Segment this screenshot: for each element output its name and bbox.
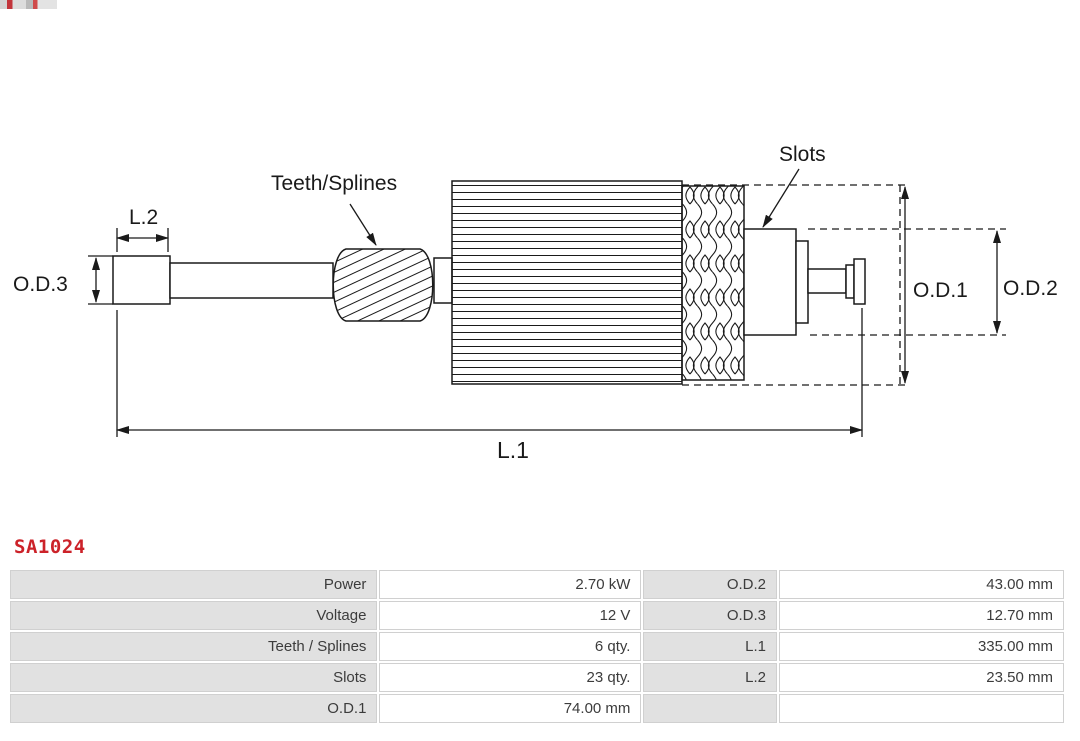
spec-row: Power 2.70 kW O.D.2 43.00 mm: [10, 570, 1064, 599]
label-slots: Slots: [779, 143, 826, 166]
spec-label-slots: Slots: [10, 663, 378, 692]
spec-row: Teeth / Splines 6 qty. L.1 335.00 mm: [10, 632, 1064, 661]
spec-label-power: Power: [10, 570, 378, 599]
spec-label-l1: L.1: [643, 632, 778, 661]
slots-pointer-arrow: [762, 168, 800, 228]
spec-value-empty: [779, 694, 1064, 723]
label-l1: L.1: [497, 437, 529, 463]
spec-value-l2: 23.50 mm: [779, 663, 1064, 692]
spec-value-l1: 335.00 mm: [779, 632, 1064, 661]
spec-value-teeth: 6 qty.: [379, 632, 642, 661]
label-od2: O.D.2: [1003, 277, 1058, 300]
commutator: [743, 228, 797, 336]
label-od1: O.D.1: [913, 279, 968, 302]
dimension-lines: [88, 168, 1006, 437]
brand-logo-strip: [0, 0, 57, 9]
spec-row: Slots 23 qty. L.2 23.50 mm: [10, 663, 1064, 692]
part-number: SA1024: [14, 536, 86, 558]
spec-row: Voltage 12 V O.D.3 12.70 mm: [10, 601, 1064, 630]
spec-label-od2: O.D.2: [643, 570, 778, 599]
spec-value-od3: 12.70 mm: [779, 601, 1064, 630]
spec-value-slots: 23 qty.: [379, 663, 642, 692]
end-groove-inner: [845, 264, 855, 299]
spec-row: O.D.1 74.00 mm: [10, 694, 1064, 723]
spec-value-power: 2.70 kW: [379, 570, 642, 599]
spec-table: Power 2.70 kW O.D.2 43.00 mm Voltage 12 …: [8, 568, 1066, 725]
spec-value-od2: 43.00 mm: [779, 570, 1064, 599]
teeth-splines-section: [332, 248, 434, 322]
label-od3: O.D.3: [13, 273, 68, 296]
shaft-right: [807, 268, 847, 294]
spec-label-empty: [643, 694, 778, 723]
laminated-core: [451, 180, 683, 385]
label-l2: L.2: [129, 206, 158, 229]
diagram-labels: L.2 O.D.3 Teeth/Splines Slots O.D.1 O.D.…: [13, 143, 1058, 463]
winding-section: [681, 185, 745, 381]
armature-technical-drawing: L.2 O.D.3 Teeth/Splines Slots O.D.1 O.D.…: [13, 143, 1058, 463]
armature-body: [112, 180, 866, 385]
spec-label-od1: O.D.1: [10, 694, 378, 723]
teeth-splines-pointer-arrow: [349, 203, 377, 246]
spec-label-l2: L.2: [643, 663, 778, 692]
end-groove-outer: [853, 258, 866, 305]
spec-value-od1: 74.00 mm: [379, 694, 642, 723]
collar: [433, 257, 453, 304]
spec-label-voltage: Voltage: [10, 601, 378, 630]
shaft-left: [169, 262, 334, 299]
label-teeth-splines: Teeth/Splines: [271, 172, 397, 195]
spec-label-od3: O.D.3: [643, 601, 778, 630]
spec-label-teeth: Teeth / Splines: [10, 632, 378, 661]
commutator-step: [795, 240, 809, 324]
shaft-end-left: [112, 255, 171, 305]
spec-value-voltage: 12 V: [379, 601, 642, 630]
